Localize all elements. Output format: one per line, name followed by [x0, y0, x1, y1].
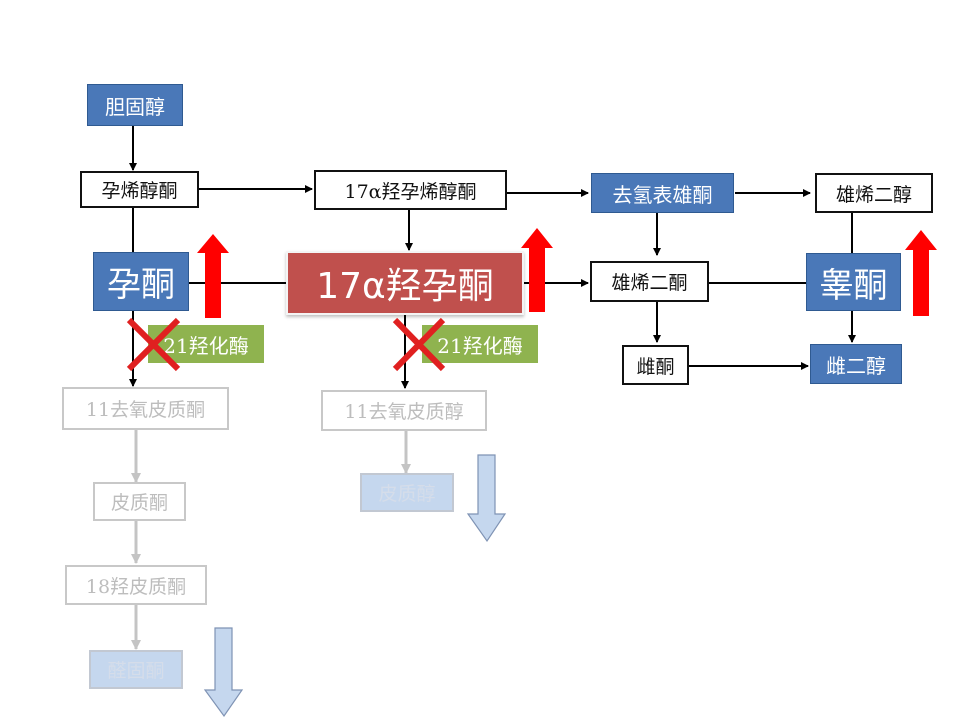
enzyme-label-21-hydroxylase-left: 21羟化酶	[148, 325, 264, 363]
up-arrow-17oh-progesterone-icon	[521, 228, 553, 312]
node-estrone: 雌酮	[622, 345, 689, 385]
up-arrow-testosterone-icon	[905, 230, 937, 316]
node-cholesterol: 胆固醇	[87, 84, 183, 126]
node-androstenedione: 雄烯二酮	[590, 261, 709, 302]
down-arrow-cortisol-icon	[466, 454, 507, 543]
node-androstenediol: 雄烯二醇	[815, 173, 933, 213]
node-18oh-corticosterone: 18羟皮质酮	[65, 565, 207, 605]
node-deoxycortisol: 11去氧皮质醇	[321, 390, 487, 431]
node-estradiol: 雌二醇	[810, 344, 902, 384]
node-testosterone: 睾酮	[806, 253, 901, 311]
node-pregnenolone: 孕烯醇酮	[80, 171, 199, 208]
node-cortisol: 皮质醇	[360, 473, 454, 512]
node-corticosterone: 皮质酮	[93, 482, 186, 521]
down-arrow-aldosterone-icon	[203, 627, 244, 718]
node-17oh-pregnenolone: 17α羟孕烯醇酮	[314, 170, 507, 210]
node-17oh-progesterone: 17α羟孕酮	[286, 251, 524, 315]
node-progesterone: 孕酮	[93, 252, 189, 311]
node-aldosterone: 醛固酮	[89, 650, 183, 689]
node-deoxycorticosterone: 11去氧皮质酮	[62, 387, 229, 430]
node-dhea: 去氢表雄酮	[591, 173, 734, 213]
enzyme-label-21-hydroxylase-middle: 21羟化酶	[422, 325, 538, 363]
up-arrow-progesterone-icon	[197, 234, 229, 318]
